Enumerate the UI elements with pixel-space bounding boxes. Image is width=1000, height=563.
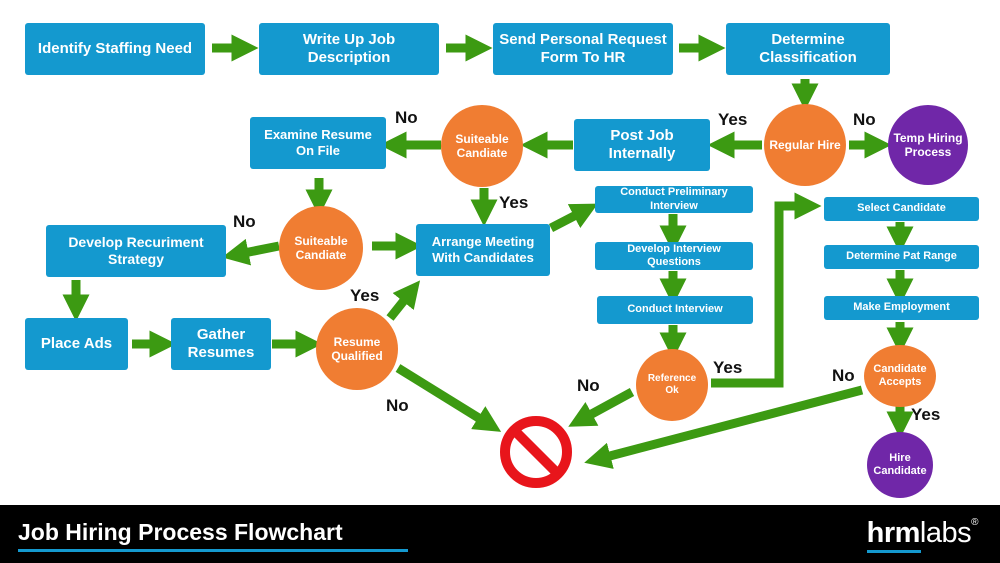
stop-sign-icon xyxy=(500,416,572,488)
label-suitable-top-yes: Yes xyxy=(499,193,529,212)
label-regular-hire-no: No xyxy=(853,110,876,129)
arrow-resume-to-stop xyxy=(395,364,502,432)
decision-suitable-candidate-mid: Suiteable Candiate xyxy=(279,206,363,290)
node-determine-classification: Determine Classification xyxy=(726,23,890,75)
node-develop-interview-questions: Develop Interview Questions xyxy=(595,242,753,270)
node-place-ads: Place Ads xyxy=(25,318,128,370)
arrow-reference-to-stop xyxy=(568,388,635,427)
decision-candidate-accepts: Candidate Accepts xyxy=(864,345,936,407)
brand-logo-bold: hrm xyxy=(866,517,921,549)
label-candidate-accepts-no: No xyxy=(832,366,855,385)
label-resume-qualified-no: No xyxy=(386,396,409,415)
title-underline xyxy=(18,549,408,552)
node-identify-staffing-need: Identify Staffing Need xyxy=(25,23,205,75)
node-send-request-form: Send Personal Request Form To HR xyxy=(493,23,673,75)
brand-logo: hrmlabs® xyxy=(866,517,978,553)
arrow-arrange-to-preliminary xyxy=(548,203,598,232)
node-arrange-meeting: Arrange Meeting With Candidates xyxy=(416,224,550,276)
decision-regular-hire: Regular Hire xyxy=(764,104,846,186)
brand-registered-mark: ® xyxy=(971,517,978,528)
terminal-hire-candidate: Hire Candidate xyxy=(867,432,933,498)
label-reference-yes: Yes xyxy=(713,358,743,377)
node-gather-resumes: Gather Resumes xyxy=(171,318,271,370)
page-title: Job Hiring Process Flowchart xyxy=(18,519,343,545)
label-suitable-mid-no: No xyxy=(233,212,256,231)
arrow-reference-to-select xyxy=(711,192,822,388)
arrow-suitable-mid-to-develop xyxy=(221,238,280,266)
arrow-resume-to-arrange xyxy=(386,280,421,321)
label-suitable-top-no: No xyxy=(395,108,418,127)
node-make-employment: Make Employment xyxy=(824,296,979,320)
node-write-job-description: Write Up Job Description xyxy=(259,23,439,75)
label-regular-hire-yes: Yes xyxy=(718,110,748,129)
arrow-candidate-to-stop xyxy=(584,385,864,469)
terminal-temp-hiring-process: Temp Hiring Process xyxy=(888,105,968,185)
node-conduct-preliminary-interview: Conduct Preliminary Interview xyxy=(595,186,753,213)
brand-underline xyxy=(866,550,921,553)
decision-suitable-candidate-top: Suiteable Candiate xyxy=(441,105,523,187)
label-reference-no: No xyxy=(577,376,600,395)
flow-arrows xyxy=(62,34,914,488)
node-post-job-internally: Post Job Internally xyxy=(574,119,710,171)
node-conduct-interview: Conduct Interview xyxy=(597,296,753,324)
label-resume-qualified-yes: Yes xyxy=(350,286,380,305)
decision-resume-qualified: Resume Qualified xyxy=(316,308,398,390)
node-examine-resume: Examine Resume On File xyxy=(250,117,386,169)
brand-logo-light: labs xyxy=(919,517,972,549)
node-determine-pay-range: Determine Pat Range xyxy=(824,245,979,269)
node-develop-recruitment-strategy: Develop Recuriment Strategy xyxy=(46,225,226,277)
decision-reference-ok: Reference Ok xyxy=(636,349,708,421)
label-candidate-accepts-yes: Yes xyxy=(911,405,941,424)
footer-bar: Job Hiring Process Flowchart hrmlabs® xyxy=(0,505,1000,563)
node-select-candidate: Select Candidate xyxy=(824,197,979,221)
